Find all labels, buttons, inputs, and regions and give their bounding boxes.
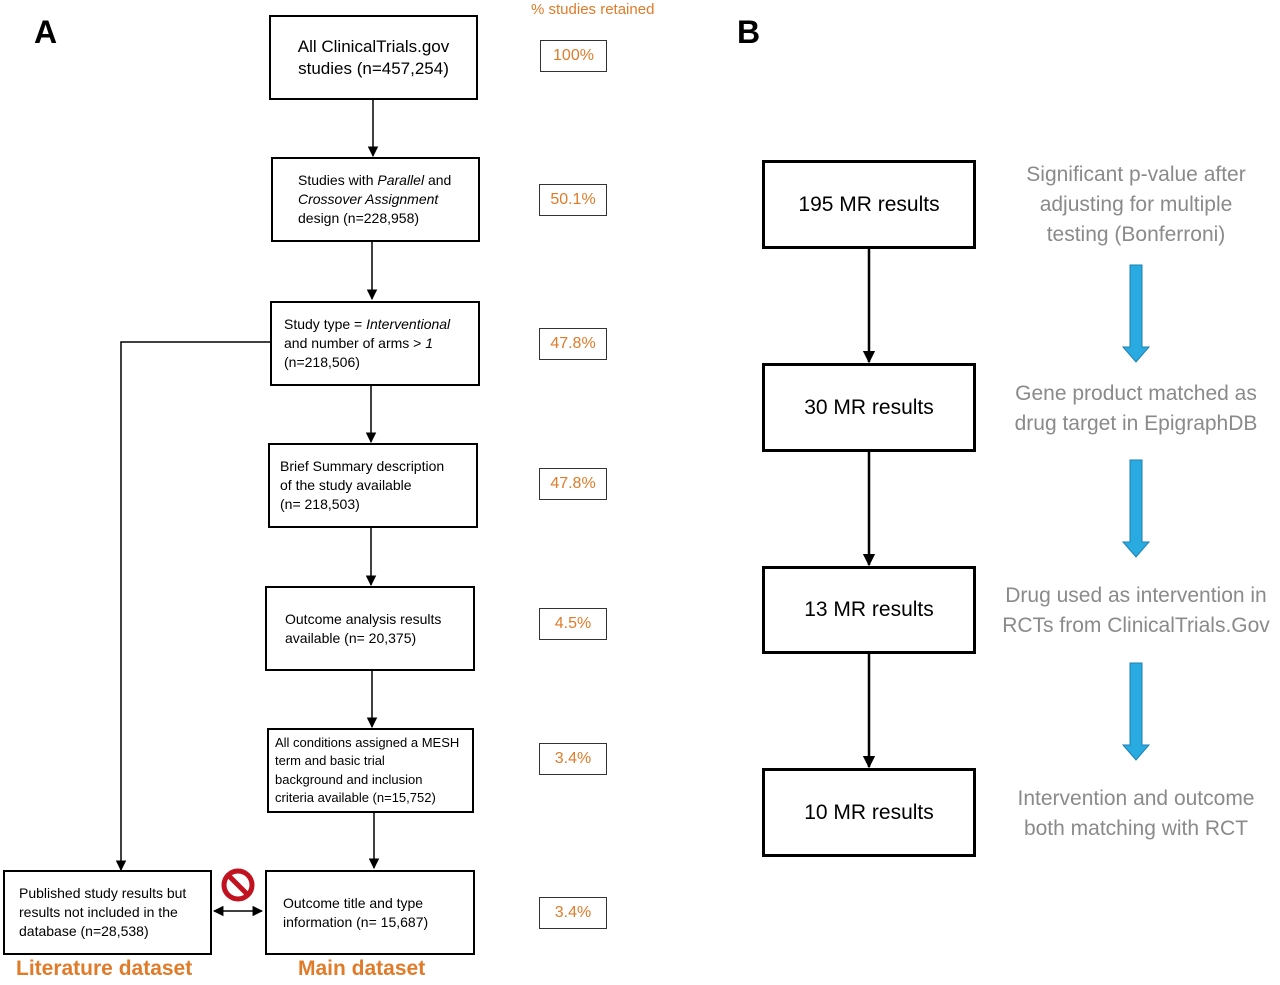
mr-note-3: Drug used as intervention in RCTs from C… — [992, 581, 1280, 641]
pct-badge-2: 50.1% — [539, 184, 607, 216]
step-box-7: Outcome title and type information (n= 1… — [265, 870, 475, 955]
pct-badge-6: 3.4% — [539, 743, 607, 775]
main-dataset-label: Main dataset — [298, 957, 426, 980]
mr-note-1: Significant p-value after adjusting for … — [992, 160, 1280, 250]
step-7-line-1: Outcome title and type — [283, 894, 424, 911]
pct-badge-4: 47.8% — [539, 468, 607, 500]
step-box-6: All conditions assigned a MESH term and … — [267, 728, 474, 813]
step-4-line-3: (n= 218,503) — [280, 496, 360, 512]
mr-note-4-line-1: Intervention and outcome — [1017, 787, 1255, 810]
literature-line-3: database (n=28,538) — [19, 923, 149, 939]
mr-note-3-line-1: Drug used as intervention in — [1005, 584, 1267, 607]
mr-note-2: Gene product matched as drug target in E… — [992, 379, 1280, 439]
pct-badge-3: 47.8% — [539, 328, 607, 360]
step-6-line-4: criteria available (n=15,752) — [275, 790, 436, 805]
pct-badge-7: 3.4% — [539, 897, 607, 929]
blue-arrow-3 — [1121, 662, 1151, 761]
mr-note-3-line-2: RCTs from ClinicalTrials.Gov — [1002, 614, 1270, 637]
mr-box-1: 195 MR results — [762, 160, 976, 249]
step-box-1: All ClinicalTrials.gov studies (n=457,25… — [269, 15, 478, 100]
panel-b-letter: B — [737, 14, 761, 50]
literature-box: Published study results but results not … — [3, 870, 212, 955]
step-1-line-1: All ClinicalTrials.gov — [297, 36, 450, 56]
mr-note-1-line-2: adjusting for multiple — [1039, 193, 1233, 216]
pct-badge-5: 4.5% — [539, 608, 607, 640]
literature-dataset-label: Literature dataset — [16, 957, 193, 980]
mr-note-1-line-3: testing (Bonferroni) — [1046, 223, 1226, 246]
step-4-line-2: of the study available — [280, 477, 412, 493]
blue-arrow-1 — [1121, 264, 1151, 363]
mr-note-2-line-1: Gene product matched as — [1015, 382, 1257, 405]
mr-note-4: Intervention and outcome both matching w… — [992, 784, 1280, 844]
panel-a-letter: A — [34, 14, 58, 50]
step-box-4: Brief Summary description of the study a… — [268, 443, 478, 528]
step-6-line-2: term and basic trial — [275, 753, 385, 768]
step-6-line-1: All conditions assigned a MESH — [275, 734, 460, 750]
mr-box-2: 30 MR results — [762, 363, 976, 452]
pct-header: % studies retained — [531, 1, 655, 18]
step-5-line-1: Outcome analysis results — [285, 610, 442, 627]
step-4-line-1: Brief Summary description — [280, 458, 445, 474]
literature-line-2: results not included in the — [19, 904, 178, 920]
blue-arrow-2 — [1121, 459, 1151, 558]
mr-note-1-line-1: Significant p-value after — [1026, 163, 1246, 186]
step-box-5: Outcome analysis results available (n= 2… — [265, 586, 475, 671]
step-7-line-2: information (n= 15,687) — [283, 913, 429, 930]
step-6-line-3: background and inclusion — [275, 771, 423, 787]
step-1-line-2: studies (n=457,254) — [298, 58, 449, 78]
literature-line-1: Published study results but — [19, 885, 187, 901]
arrow-literature-branch — [115, 341, 270, 872]
mr-note-2-line-2: drug target in EpigraphDB — [1014, 412, 1258, 435]
pct-badge-1: 100% — [540, 40, 607, 72]
mr-box-3: 13 MR results — [762, 566, 976, 654]
step-5-line-2: available (n= 20,375) — [285, 629, 417, 646]
no-entry-icon — [221, 868, 255, 902]
mr-box-4: 10 MR results — [762, 768, 976, 857]
mr-note-4-line-2: both matching with RCT — [1023, 817, 1249, 840]
